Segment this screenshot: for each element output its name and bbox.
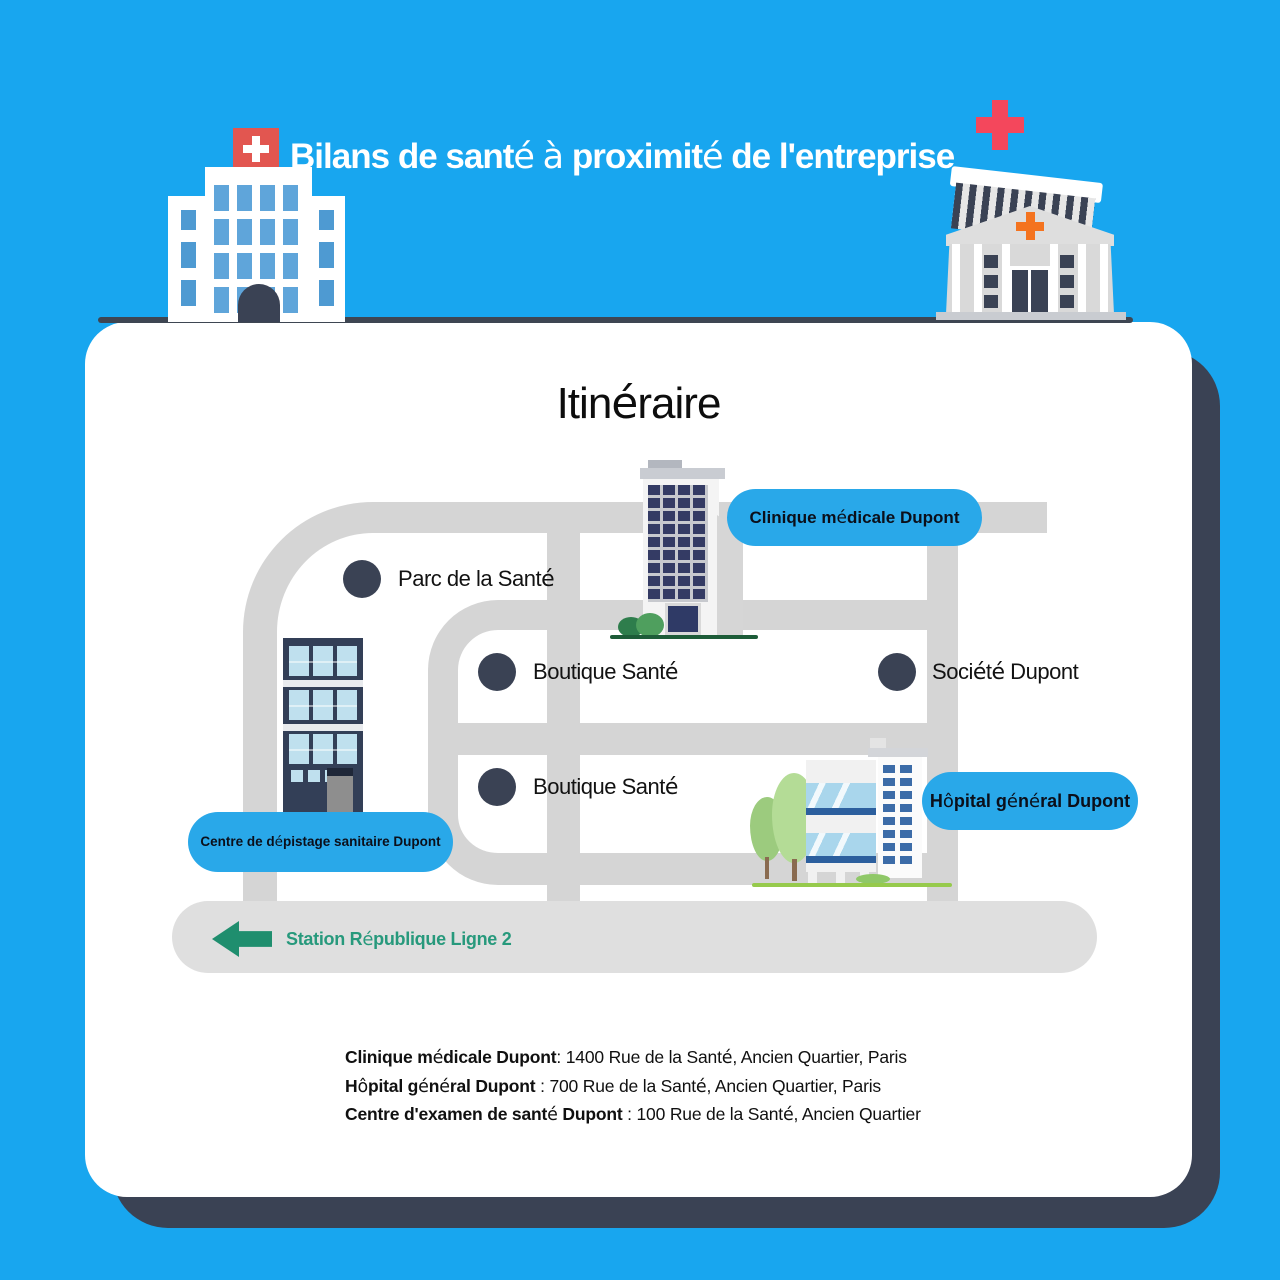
clinic-base-slab (936, 312, 1126, 320)
place-name: Centre d'examen de santé Dupont (345, 1104, 623, 1125)
bush-icon (856, 874, 890, 884)
road-metro-line (172, 901, 1097, 973)
floor-band (283, 724, 363, 731)
poi-dot-parc (343, 560, 381, 598)
pill-hopital-general: Hôpital général Dupont (922, 772, 1138, 830)
glass-band (806, 783, 876, 815)
ground-line (610, 635, 758, 639)
roof-slab (868, 748, 928, 757)
place-name: Hôpital général Dupont (345, 1075, 536, 1097)
window-row (289, 690, 357, 720)
road-vertical-right (927, 510, 958, 901)
separator: : (556, 1047, 562, 1067)
place-address: 700 Rue de la Santé, Ancien Quartier, Pa… (549, 1075, 881, 1097)
red-cross-sign-icon (233, 128, 279, 170)
poi-label-parc: Parc de la Santé (398, 566, 555, 592)
poi-dot-boutique-1 (478, 653, 516, 691)
medical-cross-icon (976, 100, 1024, 150)
pill-label: Centre de dépistage sanitaire Dupont (200, 834, 441, 850)
roof-chimney (870, 738, 886, 749)
clinic-facade (946, 244, 1114, 314)
separator: : (627, 1104, 632, 1124)
poi-label-boutique-2: Boutique Santé (533, 774, 678, 800)
screening-centre-building-illustration (283, 636, 363, 842)
poi-label-societe: Société Dupont (932, 659, 1079, 685)
clinic-building-illustration (610, 453, 760, 643)
road-vertical-middle (547, 510, 580, 901)
card-heading: Itinéraire (556, 378, 722, 429)
bush-icon (636, 613, 664, 637)
clinic-entrance (665, 603, 701, 635)
hospital-wing-windows (319, 210, 334, 306)
orange-cross-icon (1016, 212, 1044, 240)
poi-label-boutique-1: Boutique Santé (533, 659, 678, 685)
page-title: Bilans de santé à proximité de l'entrepr… (290, 137, 955, 177)
station-label: Station République Ligne 2 (286, 929, 512, 950)
roof-chimney (648, 460, 682, 470)
stilt (808, 872, 817, 885)
roof-slab (640, 468, 725, 479)
glass-band (806, 833, 876, 863)
address-row: Centre d'examen de santé Dupont : 100 Ru… (345, 1101, 1045, 1130)
ground-baseline (98, 317, 1133, 323)
small-windows (291, 770, 337, 782)
hospital-wing-windows (181, 210, 196, 306)
floor-band (283, 680, 363, 687)
hospital-arch-door (238, 284, 280, 322)
address-row: Hôpital général Dupont : 700 Rue de la S… (345, 1073, 1045, 1102)
pill-clinique-medicale: Clinique médicale Dupont (727, 489, 982, 546)
pill-label: Clinique médicale Dupont (749, 507, 960, 528)
tree-trunk (765, 857, 769, 879)
hospital-building-illustration (748, 735, 958, 893)
place-address: 100 Rue de la Santé, Ancien Quartier (636, 1104, 921, 1125)
hospital-window-grid (883, 765, 917, 869)
clinic-double-door (1008, 266, 1052, 314)
window-row (289, 646, 357, 676)
pill-label: Hôpital général Dupont (929, 790, 1131, 812)
pill-centre-depistage: Centre de dépistage sanitaire Dupont (188, 812, 453, 872)
place-address: 1400 Rue de la Santé, Ancien Quartier, P… (565, 1047, 907, 1068)
window-row (289, 734, 357, 764)
address-row: Clinique médicale Dupont: 1400 Rue de la… (345, 1044, 1045, 1073)
stilt (836, 872, 845, 885)
clinic-window-grid (648, 485, 708, 602)
address-list: Clinique médicale Dupont: 1400 Rue de la… (345, 1044, 1045, 1130)
separator: : (540, 1075, 545, 1096)
place-name: Clinique médicale Dupont (345, 1047, 557, 1068)
tree-trunk (792, 859, 797, 881)
ground-line (752, 883, 952, 887)
poi-dot-societe (878, 653, 916, 691)
poi-dot-boutique-2 (478, 768, 516, 806)
